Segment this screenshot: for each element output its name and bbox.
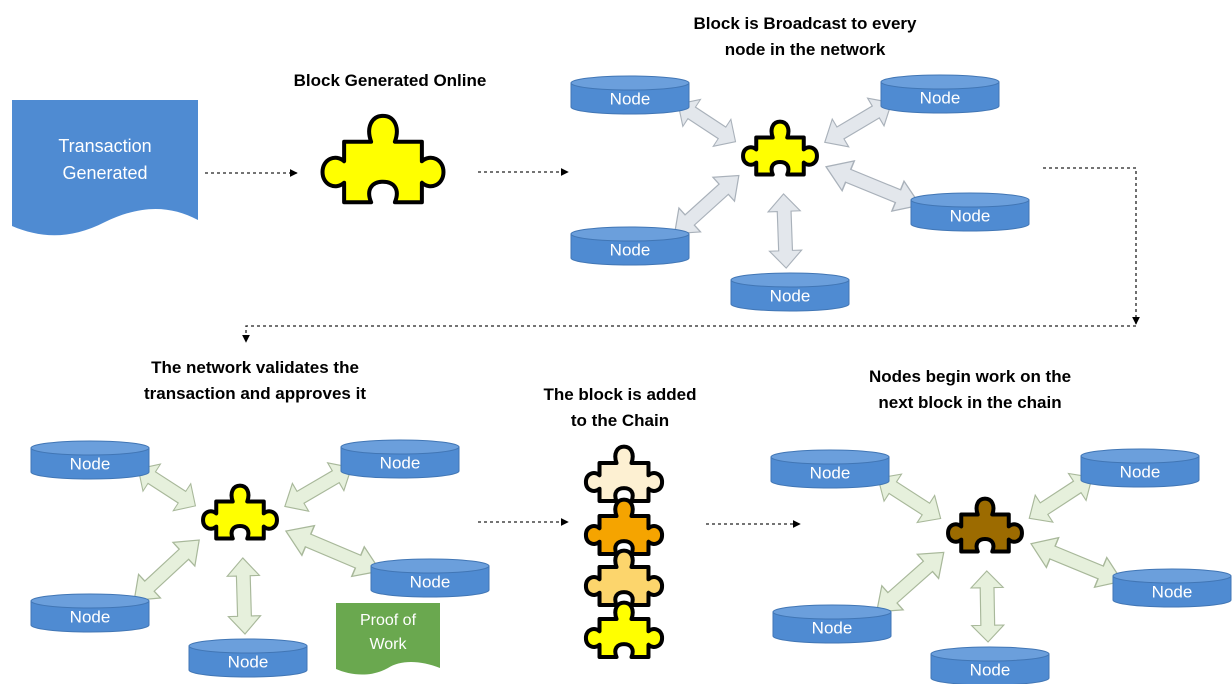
node-label: Node	[380, 453, 421, 472]
node-top	[188, 638, 308, 654]
node-top	[880, 74, 1000, 90]
node-body	[570, 233, 690, 266]
chain-puzzle-2	[583, 497, 665, 557]
caption-validate-line1: The network validates the	[151, 358, 359, 377]
caption-added-line1: The block is added	[543, 385, 697, 404]
node-label: Node	[970, 660, 1011, 679]
node-label: Node	[610, 89, 651, 108]
broadcast-puzzle	[743, 122, 817, 175]
caption-added-line2: to the Chain	[570, 411, 670, 430]
broadcast-arrow-3	[819, 151, 927, 221]
validate-node-5: Node	[188, 638, 308, 678]
next-block-node-3: Node	[1112, 568, 1232, 608]
caption-added: The block is added to the Chain	[500, 382, 740, 434]
node-top	[730, 272, 850, 288]
caption-validate-line2: transaction and approves it	[144, 384, 366, 403]
node-top	[910, 192, 1030, 208]
proof-of-work-shape	[336, 603, 440, 675]
next-block-node-4: Node	[772, 604, 892, 644]
node-body	[730, 279, 850, 312]
node-body	[188, 645, 308, 678]
node-label: Node	[950, 206, 991, 225]
node-body	[770, 456, 890, 489]
caption-next-block-line1: Nodes begin work on the	[868, 367, 1072, 386]
proof-of-work-line2: Work	[369, 636, 407, 653]
node-label: Node	[812, 618, 853, 637]
validate-node-3: Node	[370, 558, 490, 598]
node-top	[30, 593, 150, 609]
broadcast-node-5: Node	[730, 272, 850, 312]
transaction-document-shape	[12, 100, 198, 236]
chain-puzzle-3	[583, 548, 665, 608]
caption-next-block: Nodes begin work on the next block in th…	[820, 364, 1120, 416]
node-body	[772, 611, 892, 644]
node-body	[370, 565, 490, 598]
caption-block-generated: Block Generated Online	[240, 68, 540, 94]
node-top	[570, 226, 690, 242]
node-top	[570, 75, 690, 91]
next-block-node-5: Node	[930, 646, 1050, 684]
next-block-node-1: Node	[770, 449, 890, 489]
node-label: Node	[410, 572, 451, 591]
node-label: Node	[228, 652, 269, 671]
validate-node-2: Node	[340, 439, 460, 479]
generated-block-puzzle	[320, 113, 446, 205]
node-body	[1080, 455, 1200, 488]
broadcast-node-3: Node	[910, 192, 1030, 232]
node-body	[1112, 575, 1232, 608]
flow-arrow-4	[242, 325, 1136, 343]
caption-block-generated-text: Block Generated Online	[293, 71, 487, 90]
caption-broadcast-line1: Block is Broadcast to every	[693, 14, 917, 33]
node-top	[770, 449, 890, 465]
node-top	[1080, 448, 1200, 464]
next-block-node-2: Node	[1080, 448, 1200, 488]
caption-validate: The network validates the transaction an…	[90, 355, 420, 407]
transaction-label-line2: Generated	[62, 163, 147, 183]
node-body	[570, 82, 690, 115]
node-label: Node	[70, 607, 111, 626]
node-label: Node	[70, 454, 111, 473]
broadcast-node-1: Node	[570, 75, 690, 115]
node-body	[910, 199, 1030, 232]
proof-of-work-document: Proof of Work	[336, 603, 440, 675]
node-label: Node	[920, 88, 961, 107]
flow-arrow-3	[1043, 167, 1140, 325]
node-top	[30, 440, 150, 456]
node-body	[340, 446, 460, 479]
broadcast-node-4: Node	[570, 226, 690, 266]
next-block-arrow-5	[970, 570, 1005, 643]
caption-next-block-line2: next block in the chain	[878, 393, 1062, 412]
chain-puzzle-1	[583, 444, 665, 504]
node-label: Node	[610, 240, 651, 259]
broadcast-node-2: Node	[880, 74, 1000, 114]
node-top	[1112, 568, 1232, 584]
node-top	[772, 604, 892, 620]
node-label: Node	[1152, 582, 1193, 601]
node-body	[30, 447, 150, 480]
validate-puzzle	[203, 486, 277, 539]
node-top	[930, 646, 1050, 662]
transaction-label-line1: Transaction	[58, 136, 151, 156]
caption-broadcast-line2: node in the network	[724, 40, 886, 59]
node-label: Node	[1120, 462, 1161, 481]
validate-arrow-5	[226, 556, 262, 636]
node-top	[340, 439, 460, 455]
node-body	[880, 81, 1000, 114]
validate-node-4: Node	[30, 593, 150, 633]
next-block-puzzle	[948, 499, 1022, 552]
node-label: Node	[770, 286, 811, 305]
proof-of-work-line1: Proof of	[360, 612, 417, 629]
chain-puzzle-4	[583, 600, 665, 660]
validate-node-1: Node	[30, 440, 150, 480]
node-body	[930, 653, 1050, 684]
node-label: Node	[810, 463, 851, 482]
node-body	[30, 600, 150, 633]
broadcast-arrow-5	[766, 192, 803, 270]
caption-broadcast: Block is Broadcast to every node in the …	[640, 11, 970, 63]
node-top	[370, 558, 490, 574]
